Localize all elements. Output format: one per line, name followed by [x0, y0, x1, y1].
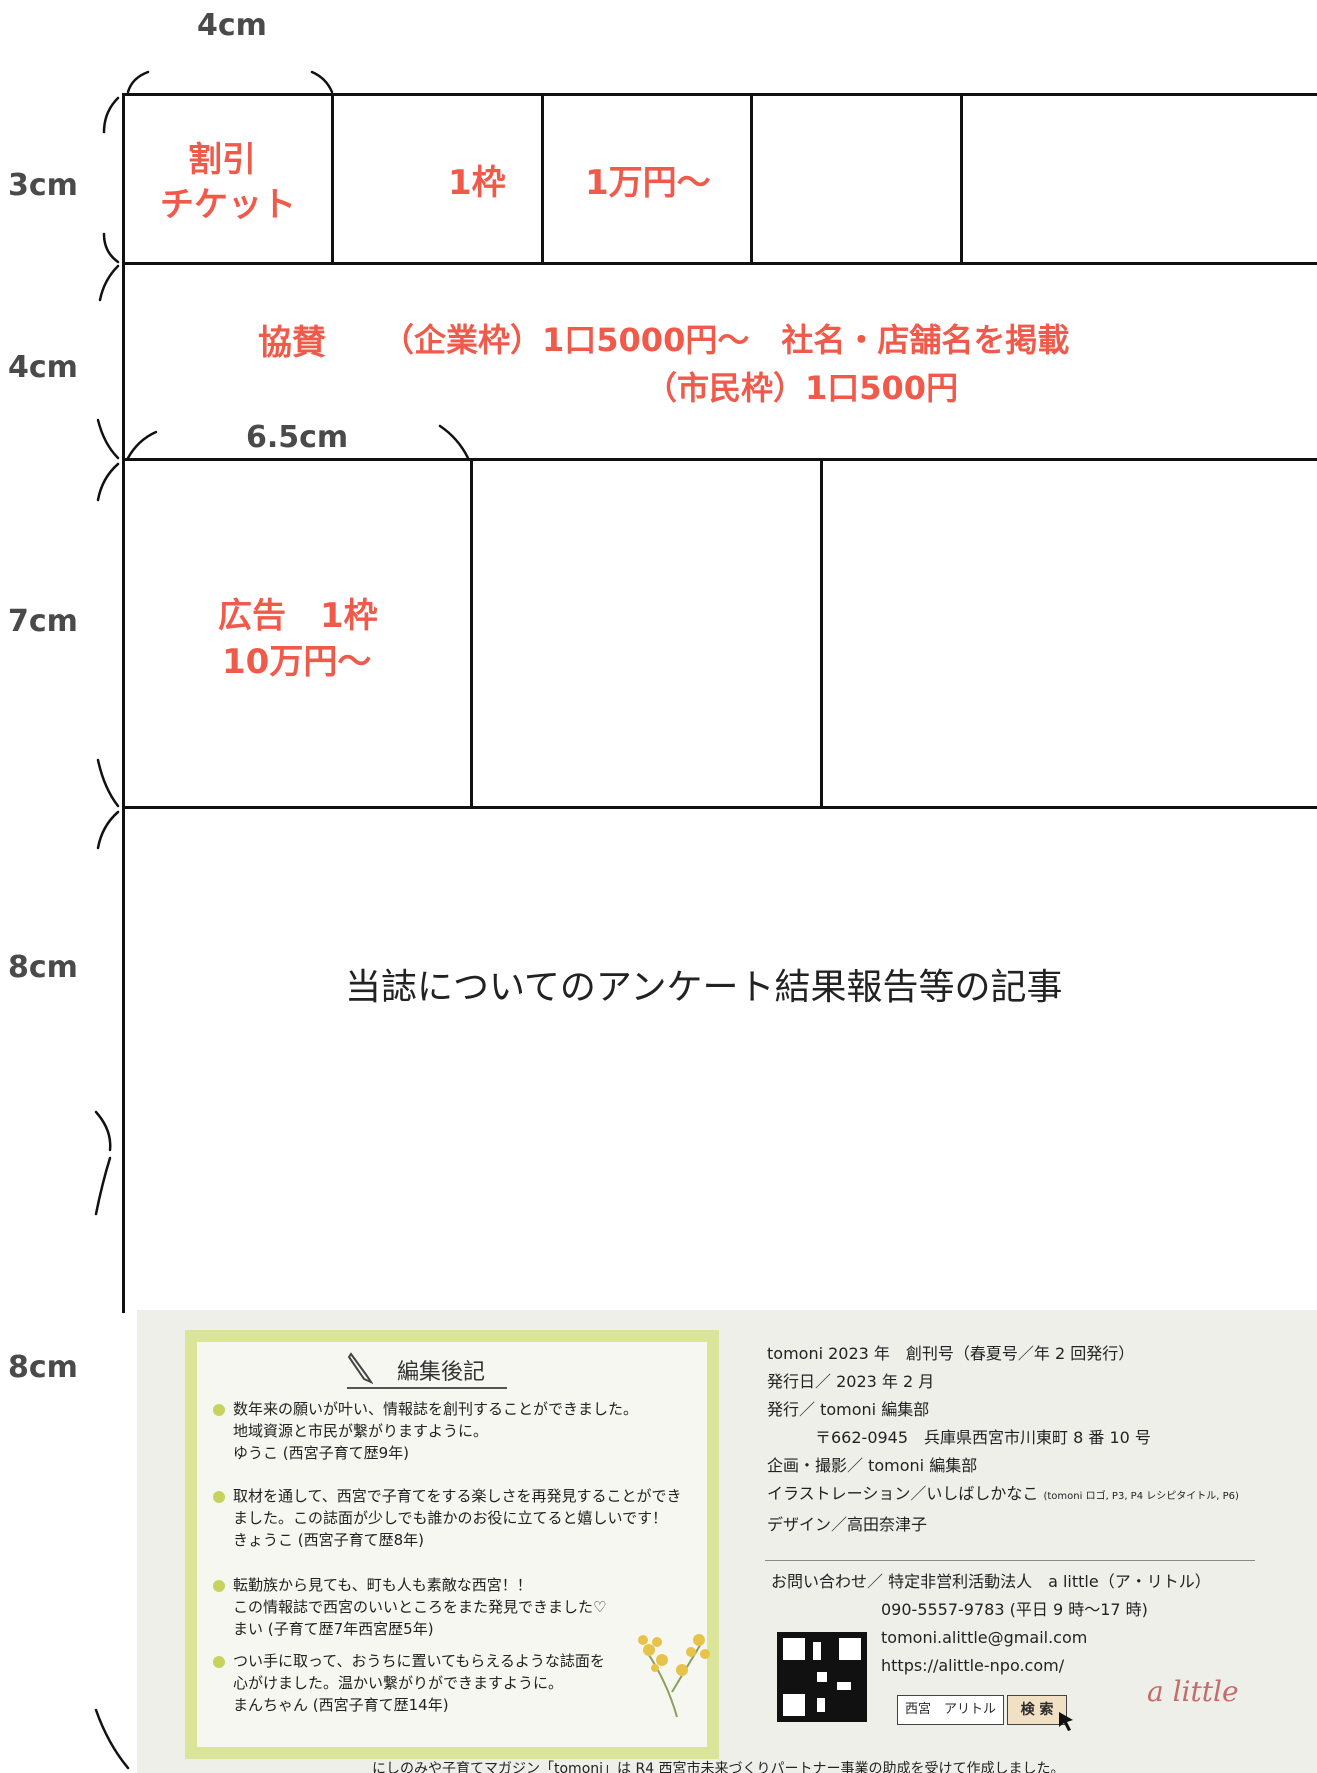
qr-code-icon [777, 1632, 867, 1722]
dim-row3-height: 7cm [8, 604, 78, 639]
grid-line-row1-bottom [123, 262, 1317, 265]
grid-line-row3-bottom [123, 806, 1317, 809]
sponsor-corporate: （企業枠）1口5000円〜 社名・店舗名を掲載 [382, 321, 1070, 359]
editor-notes-underline [347, 1387, 507, 1389]
dim-row5-height: 8cm [8, 1350, 78, 1385]
dim-row3-width: 6.5cm [246, 420, 349, 455]
ad-label-line2: 10万円〜 [222, 642, 372, 682]
publication-info: tomoni 2023 年 創刊号（春夏号／年 2 回発行） 発行日／ 2023… [767, 1344, 1239, 1534]
sponsor-citizen: （市民枠）1口500円 [645, 369, 959, 407]
alittle-logo: a little [1147, 1675, 1239, 1708]
cursor-arrow-icon [1059, 1712, 1073, 1731]
row1-divider-1 [331, 93, 334, 264]
bracket-row3-width [126, 424, 470, 460]
dim-row4-height: 8cm [8, 950, 78, 985]
row3-divider-1 [470, 458, 473, 808]
row1-divider-2 [541, 93, 544, 264]
sample-page-photo: 編集後記 数年来の願いが叶い、情報誌を創刊することができました。 地域資源と市民… [137, 1310, 1317, 1773]
row1-divider-4 [960, 93, 963, 264]
bracket-row5 [94, 1156, 130, 1770]
ticket-slot: 1枠 [448, 163, 506, 203]
dim-row2-height: 4cm [8, 350, 78, 385]
bullet-icon [213, 1491, 225, 1503]
search-input: 西宮 アリトル [897, 1695, 1004, 1725]
bullet-icon [213, 1404, 225, 1416]
ticket-label-line1: 割引 [188, 140, 256, 180]
bracket-row2 [96, 264, 120, 460]
footer-note: にしのみや子育てマガジン「tomoni」は R4 西宮市未来づくりパートナー事業… [372, 1761, 1065, 1773]
dim-top-width: 4cm [197, 8, 267, 43]
row3-divider-2 [820, 458, 823, 808]
pencil-icon [347, 1352, 373, 1384]
bracket-row1 [102, 96, 120, 264]
editor-notes-box: 編集後記 数年来の願いが叶い、情報誌を創刊することができました。 地域資源と市民… [185, 1330, 719, 1759]
grid-line-left [122, 93, 125, 1313]
bracket-row4 [94, 810, 120, 1152]
grid-line-row2-bottom [123, 458, 1317, 461]
ticket-label-line2: チケット [160, 185, 296, 225]
contact-info: お問い合わせ／ 特定非営利活動法人 a little（ア・リトル） 090-55… [771, 1572, 1211, 1675]
grid-line-top [123, 93, 1317, 96]
editor-notes-title: 編集後記 [397, 1360, 486, 1385]
sponsor-label: 協賛 [258, 323, 326, 363]
dim-row1-height: 3cm [8, 168, 78, 203]
ticket-price: 1万円〜 [585, 163, 711, 203]
editor-note: つい手に取って、おうちに置いてもらえるような誌面を 心がけました。温かい繋がりが… [213, 1650, 605, 1716]
bullet-icon [213, 1656, 225, 1668]
bracket-row3 [96, 462, 120, 808]
ad-label-line1: 広告 1枠 [218, 596, 378, 636]
bracket-top-4cm [126, 70, 334, 94]
search-button: 検 索 [1007, 1695, 1067, 1725]
article-description: 当誌についてのアンケート結果報告等の記事 [345, 967, 1063, 1008]
bullet-icon [213, 1580, 225, 1592]
mimosa-flower-icon [638, 1634, 710, 1718]
editor-note: 転勤族から見ても、町も人も素敵な西宮！！ この情報誌で西宮のいいところをまた発見… [213, 1574, 606, 1640]
editor-note: 数年来の願いが叶い、情報誌を創刊することができました。 地域資源と市民が繋がりま… [213, 1398, 638, 1464]
row1-divider-3 [750, 93, 753, 264]
info-divider [765, 1560, 1255, 1561]
editor-note: 取材を通して、西宮で子育てをする楽しさを再発見することができ ました。この誌面が… [213, 1485, 682, 1551]
